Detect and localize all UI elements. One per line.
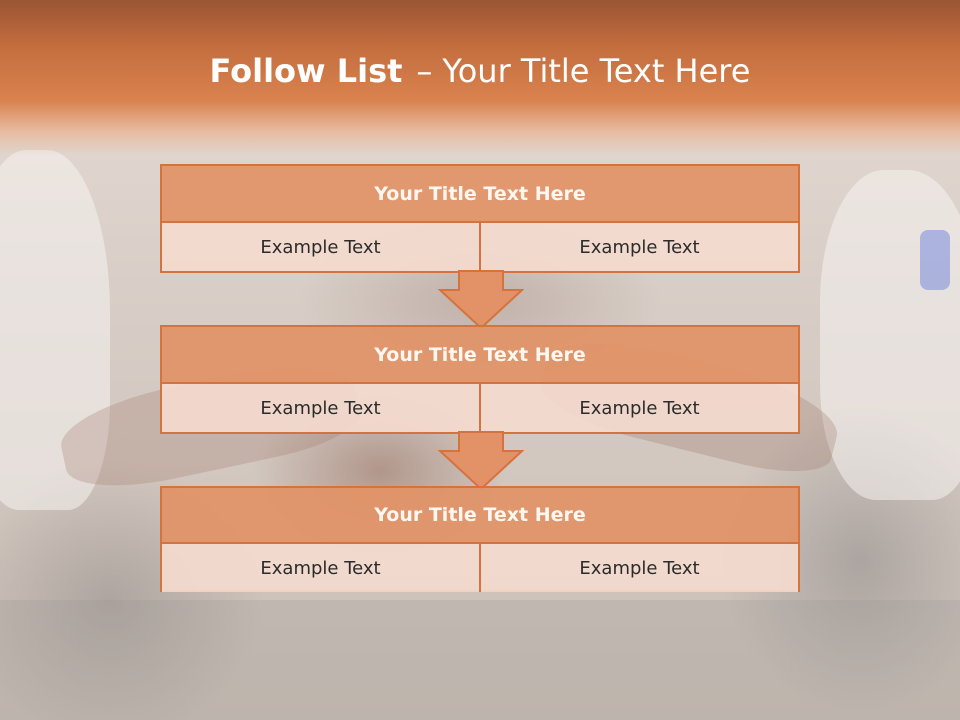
block-title: Your Title Text Here: [162, 327, 798, 384]
list-block-3[interactable]: Your Title Text Here Example Text Exampl…: [160, 486, 800, 592]
block-cell-left[interactable]: Example Text: [162, 223, 479, 271]
block-cell-left[interactable]: Example Text: [162, 544, 479, 592]
ground-shape: [0, 600, 960, 720]
person-shape: [820, 170, 960, 500]
block-cell-left[interactable]: Example Text: [162, 384, 479, 432]
down-arrow-icon: [438, 431, 524, 491]
list-block-1[interactable]: Your Title Text Here Example Text Exampl…: [160, 164, 800, 273]
block-cell-right[interactable]: Example Text: [479, 223, 798, 271]
block-cell-right[interactable]: Example Text: [479, 544, 798, 592]
list-block-2[interactable]: Your Title Text Here Example Text Exampl…: [160, 325, 800, 434]
person-shape: [0, 150, 110, 510]
block-row: Example Text Example Text: [162, 223, 798, 271]
block-title: Your Title Text Here: [162, 488, 798, 544]
header-band: [0, 0, 960, 155]
block-cell-right[interactable]: Example Text: [479, 384, 798, 432]
down-arrow-icon: [438, 270, 524, 330]
title-rest-text: Your Title Text Here: [442, 52, 751, 90]
title-bold-text: Follow List: [209, 52, 403, 90]
slide-title[interactable]: Follow List–Your Title Text Here: [0, 52, 960, 90]
block-title: Your Title Text Here: [162, 166, 798, 223]
shirt-print-shape: [920, 230, 950, 290]
block-row: Example Text Example Text: [162, 384, 798, 432]
block-row: Example Text Example Text: [162, 544, 798, 592]
title-separator: –: [416, 52, 433, 90]
